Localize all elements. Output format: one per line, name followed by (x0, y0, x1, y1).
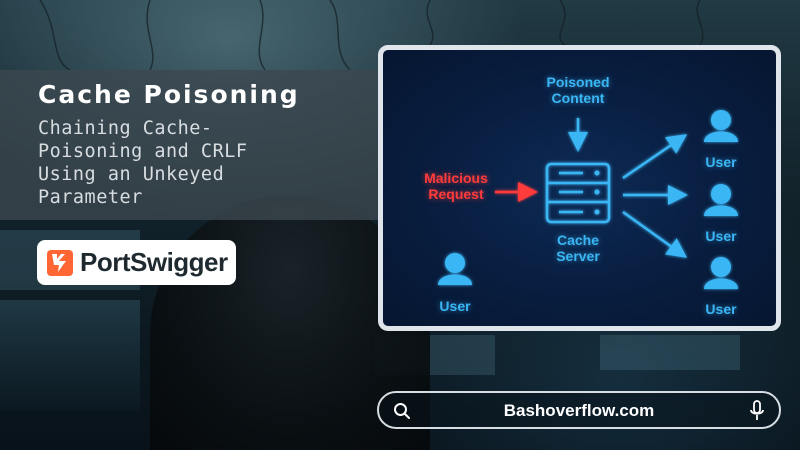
user-label: User (705, 154, 737, 170)
label-line: Cache (556, 232, 600, 248)
user-label: User (705, 228, 737, 244)
arrow-to-user-1 (622, 134, 688, 180)
cache-server-label: Cache Server (533, 232, 623, 264)
portswigger-mark-icon (47, 249, 73, 276)
user-icon (704, 110, 738, 142)
subtitle-line: Chaining Cache- (38, 118, 213, 139)
user-icon (704, 184, 738, 216)
search-text[interactable]: Bashoverflow.com (503, 401, 655, 420)
user-icon (704, 257, 738, 289)
subtitle-line: Poisoning and CRLF (38, 141, 248, 162)
cache-diagram: Poisoned Content Malicious Request Cache… (378, 45, 781, 331)
label-line: Server (556, 248, 600, 264)
diagram-graphics (438, 110, 738, 289)
arrow-to-user-3 (622, 210, 688, 258)
user-label: User (439, 298, 471, 314)
user-label: User (705, 301, 737, 317)
background-monitor (0, 300, 140, 410)
label-line: Poisoned (546, 74, 610, 90)
user-icon (438, 253, 472, 285)
server-icon (545, 162, 611, 224)
subtitle-line: Parameter (38, 187, 143, 208)
logo-text: PortSwigger (80, 247, 228, 277)
subtitle-line: Using an Unkeyed (38, 164, 225, 185)
label-line: Malicious (424, 170, 488, 186)
search-bar[interactable]: Bashoverflow.com (377, 391, 781, 429)
malicious-request-label: Malicious Request (411, 170, 501, 202)
page-title: Cache Poisoning (38, 80, 300, 109)
search-icon[interactable] (393, 402, 411, 420)
poisoned-content-label: Poisoned Content (533, 74, 623, 106)
label-line: Content (551, 90, 605, 106)
microphone-icon[interactable] (749, 400, 765, 422)
portswigger-logo: PortSwigger (37, 240, 236, 285)
title-band (0, 70, 378, 220)
page-subtitle: Chaining Cache- Poisoning and CRLF Using… (38, 117, 368, 209)
label-line: Request (428, 186, 484, 202)
